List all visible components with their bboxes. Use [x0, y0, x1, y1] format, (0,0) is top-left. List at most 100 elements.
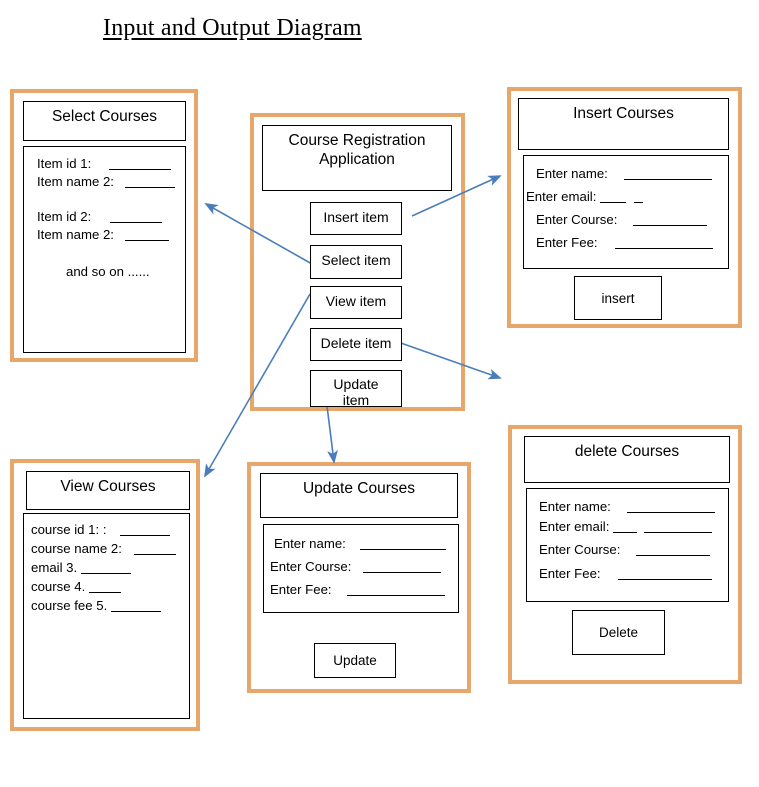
panel-update-courses: Update Courses Enter name: Enter Course:…: [247, 462, 471, 693]
update-item-button[interactable]: Update item: [310, 370, 402, 409]
field-course-4-label: course 4.: [31, 579, 86, 594]
field-update-fee-blank[interactable]: [347, 595, 446, 596]
field-course-name-2: course name 2:: [31, 542, 176, 555]
update-button-label: Update: [333, 653, 377, 668]
field-insert-name-blank[interactable]: [623, 179, 712, 180]
insert-button-label: insert: [601, 290, 635, 306]
field-item-name-2a-label: Item name 2:: [37, 174, 114, 189]
field-item-id-2-blank[interactable]: [109, 222, 162, 223]
view-courses-title: View Courses: [60, 478, 156, 495]
update-button[interactable]: Update: [314, 643, 396, 678]
select-item-button[interactable]: Select item: [310, 245, 402, 279]
delete-courses-body: Enter name: Enter email: Enter Course: E…: [526, 488, 729, 602]
field-insert-fee-blank[interactable]: [615, 248, 714, 249]
field-course-4: course 4.: [31, 580, 121, 593]
field-insert-email-blank[interactable]: [600, 202, 627, 203]
delete-item-button[interactable]: Delete item: [310, 328, 402, 361]
field-course-id-1-blank[interactable]: [120, 535, 171, 536]
update-courses-body: Enter name: Enter Course: Enter Fee:: [263, 524, 459, 613]
field-item-name-2b-label: Item name 2:: [37, 227, 114, 242]
select-item-label: Select item: [321, 252, 391, 268]
field-item-id-1-label: Item id 1:: [37, 156, 92, 171]
field-item-name-2b: Item name 2:: [37, 228, 169, 241]
field-delete-email-blank[interactable]: [613, 532, 638, 533]
update-courses-header: Update Courses: [260, 473, 458, 518]
field-delete-name-label: Enter name:: [539, 499, 611, 514]
field-course-fee-5: course fee 5.: [31, 599, 161, 612]
field-insert-course-label: Enter Course:: [536, 212, 618, 227]
field-course-fee-5-blank[interactable]: [110, 611, 161, 612]
field-delete-name-blank[interactable]: [626, 512, 715, 513]
panel-insert-courses: Insert Courses Enter name: Enter email: …: [507, 87, 742, 328]
field-update-course: Enter Course:: [270, 559, 442, 574]
field-insert-course-blank[interactable]: [633, 225, 708, 226]
field-update-name-blank[interactable]: [359, 549, 446, 550]
field-delete-name: Enter name:: [539, 500, 715, 513]
field-update-course-label: Enter Course:: [270, 559, 352, 574]
panel-delete-courses: delete Courses Enter name: Enter email: …: [508, 425, 742, 684]
delete-courses-title: delete Courses: [574, 443, 680, 460]
update-item-label: Update item: [333, 376, 379, 409]
panel-select-courses: Select Courses Item id 1: Item name 2: I…: [10, 89, 198, 362]
field-update-name: Enter name:: [274, 537, 446, 550]
field-item-id-2-label: Item id 2:: [37, 209, 92, 224]
field-delete-fee-label: Enter Fee:: [539, 566, 601, 581]
field-course-fee-5-label: course fee 5.: [31, 598, 108, 613]
insert-courses-title: Insert Courses: [573, 105, 674, 122]
field-item-id-1-blank[interactable]: [108, 169, 171, 170]
field-insert-email-label: Enter email:: [526, 189, 597, 204]
delete-button-label: Delete: [598, 625, 639, 640]
delete-item-label: Delete item: [320, 335, 392, 351]
field-delete-course-label: Enter Course:: [539, 542, 621, 557]
insert-button[interactable]: insert: [574, 276, 662, 320]
app-header: Course Registration Application: [262, 125, 452, 191]
insert-courses-header: Insert Courses: [518, 98, 729, 150]
field-course-name-2-label: course name 2:: [31, 541, 122, 556]
field-email-3: email 3.: [31, 561, 131, 574]
and-so-on-text: and so on ......: [66, 264, 150, 279]
field-delete-email-blank-2[interactable]: [643, 532, 712, 533]
field-insert-fee-label: Enter Fee:: [536, 235, 598, 250]
page-title: Input and Output Diagram: [103, 15, 362, 41]
field-course-id-1: course id 1: :: [31, 523, 171, 536]
panel-view-courses: View Courses course id 1: : course name …: [10, 459, 200, 731]
app-title: Course Registration Application: [288, 132, 426, 169]
field-delete-course-blank[interactable]: [636, 555, 711, 556]
field-item-name-2a: Item name 2:: [37, 175, 175, 188]
field-insert-course: Enter Course:: [536, 212, 708, 227]
field-item-id-2: Item id 2:: [37, 210, 162, 223]
select-courses-header: Select Courses: [23, 101, 186, 141]
delete-button[interactable]: Delete: [572, 610, 665, 655]
field-insert-name: Enter name:: [536, 167, 712, 180]
update-courses-title: Update Courses: [302, 480, 415, 497]
field-insert-email-blank-2[interactable]: [633, 202, 643, 203]
insert-item-label: Insert item: [323, 209, 389, 225]
delete-courses-header: delete Courses: [524, 436, 730, 483]
field-update-name-label: Enter name:: [274, 536, 346, 551]
field-item-name-2b-blank[interactable]: [124, 240, 169, 241]
field-delete-email: Enter email:: [539, 520, 712, 533]
field-delete-fee: Enter Fee:: [539, 566, 713, 581]
select-courses-body: Item id 1: Item name 2: Item id 2: Item …: [23, 146, 186, 353]
field-update-fee: Enter Fee:: [270, 582, 446, 597]
field-delete-course: Enter Course:: [539, 542, 711, 557]
field-update-course-blank[interactable]: [363, 572, 442, 573]
field-email-3-label: email 3.: [31, 560, 78, 575]
field-insert-email: Enter email:: [526, 190, 643, 203]
view-courses-header: View Courses: [26, 471, 190, 510]
view-item-button[interactable]: View item: [310, 286, 402, 319]
field-item-name-2a-blank[interactable]: [124, 187, 175, 188]
field-course-name-2-blank[interactable]: [133, 554, 176, 555]
field-delete-email-label: Enter email:: [539, 519, 610, 534]
field-email-3-blank[interactable]: [80, 573, 131, 574]
select-courses-title: Select Courses: [51, 108, 158, 125]
field-insert-fee: Enter Fee:: [536, 235, 714, 250]
field-course-4-blank[interactable]: [88, 592, 121, 593]
view-courses-body: course id 1: : course name 2: email 3. c…: [23, 513, 190, 719]
field-item-id-1: Item id 1:: [37, 157, 171, 170]
field-delete-fee-blank[interactable]: [618, 579, 713, 580]
field-update-fee-label: Enter Fee:: [270, 582, 332, 597]
view-item-label: View item: [325, 293, 387, 309]
insert-item-button[interactable]: Insert item: [310, 202, 402, 235]
